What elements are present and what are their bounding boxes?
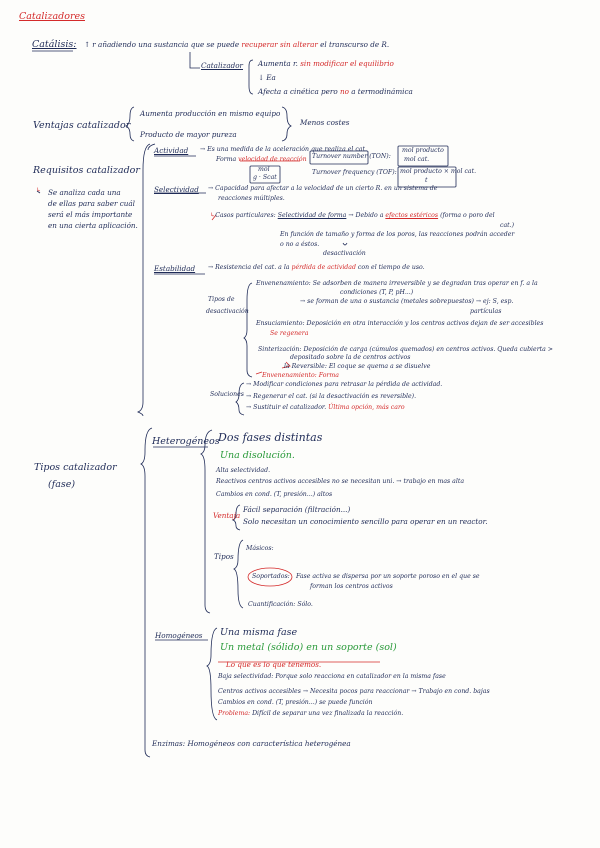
ventaja-2: Solo necesitan un conocimiento sencillo … xyxy=(243,517,488,526)
ventajas-item-2: Producto de mayor pureza xyxy=(140,130,237,139)
actividad-tof-den: t xyxy=(425,177,428,184)
homogeneos-label: Homogéneos xyxy=(155,631,203,640)
actividad-tof: Turnover frequency (TOF): xyxy=(312,169,397,176)
requisitos-note-3: será el más importante xyxy=(48,210,133,219)
tipos-het-soportados: Soportados: xyxy=(252,573,290,580)
envenenamiento-6: partículas xyxy=(470,308,502,315)
selectividad-extra-2: o no a éstos. xyxy=(280,241,320,248)
tipos-het-label: Tipos xyxy=(214,552,234,561)
envenenamiento-2: condiciones (T, P, pH...) xyxy=(340,289,414,296)
ventaja-label: Ventaja xyxy=(213,511,241,520)
selectividad-text-2: reacciones múltiples. xyxy=(218,195,285,202)
soluciones-2: → Regenerar el cat. (si la desactivación… xyxy=(246,393,417,400)
actividad-ton-den: mol cat. xyxy=(404,156,430,163)
ventajas-extra: Menos costes xyxy=(300,118,350,127)
tipos-desactivacion-1: Tipos de xyxy=(208,296,235,303)
actividad-conv-den: g · Scat xyxy=(253,174,277,181)
homogeneos-green: Un metal (sólido) en un soporte (sol) xyxy=(220,642,397,653)
actividad-text: → Es una medida de la aceleración que re… xyxy=(200,146,367,153)
tipos-desactivacion-2: desactivación xyxy=(206,308,249,315)
actividad-ton-num: mol producto xyxy=(402,147,444,154)
requisitos-label: Requisitos catalizador xyxy=(33,165,140,176)
tipos-label-2: (fase) xyxy=(48,479,76,490)
homogeneos-problema: Problema: Difícil de separar una vez fin… xyxy=(218,710,404,717)
sinterizacion-4: Envenenamiento: Forma xyxy=(262,372,339,379)
soluciones-3: → Sustituir el catalizador. Última opció… xyxy=(246,404,405,411)
tipos-het-soportados-desc-1: Fase activa se dispersa por un soporte p… xyxy=(296,573,480,580)
actividad-conv-num: mol xyxy=(258,166,270,173)
homogeneos-line-2: Centros activos accesibles → Necesita po… xyxy=(218,688,490,695)
requisitos-note-arrow: ↳ xyxy=(36,187,42,194)
heterogeneos-fases: Dos fases distintas xyxy=(218,431,323,444)
requisitos-note-2: de ellas para saber cuál xyxy=(48,199,135,208)
ensuciamiento-2: Se regenera xyxy=(270,330,309,337)
heterogeneos-green: Una disolución. xyxy=(220,450,295,461)
homogeneos-line-1: Baja selectividad: Porque solo reacciona… xyxy=(218,673,446,680)
selectividad-text: → Capacidad para afectar a la velocidad … xyxy=(208,185,438,192)
catalisis-definition-highlight: recuperar sin alterar xyxy=(241,40,318,49)
catalizador-item-1: Aumenta r. sin modificar el equilibrio xyxy=(258,59,394,68)
sinterizacion-1: Sinterización: Deposición de carga (cúmu… xyxy=(258,346,553,353)
tipos-het-masicos: Másicos: xyxy=(246,545,274,552)
heterogeneos-line-1: Alta selectividad. xyxy=(216,467,271,474)
actividad-ton: Turnover number (TON): xyxy=(312,153,391,160)
homogeneos-line-3: Cambios en cond. (T, presión...) se pued… xyxy=(218,699,373,706)
selectividad-extra-1: En función de tamaño y forma de los poro… xyxy=(280,231,515,238)
requisitos-note-4: en una cierta aplicación. xyxy=(48,221,138,230)
ensuciamiento-1: Ensuciamiento: Deposición en otra intera… xyxy=(256,320,544,327)
enzimas-line: Enzimas: Homogéneos con característica h… xyxy=(152,739,351,748)
catalisis-definition: ↑ r añadiendo una sustancia que se puede… xyxy=(84,40,390,49)
actividad-tof-num: mol producto × mol cat. xyxy=(400,168,477,175)
actividad-forma: Forma velocidad de reacción xyxy=(216,156,307,163)
estabilidad-desactivacion: desactivación xyxy=(323,250,366,257)
estabilidad-label: Estabilidad xyxy=(154,264,196,273)
homogeneos-red: Lo que es lo que tenemos. xyxy=(226,660,322,669)
catalizador-item-3: Afecta a cinética pero no a termodinámic… xyxy=(258,87,413,96)
catalisis-label: Catálisis: xyxy=(32,39,77,50)
heterogeneos-line-3: Cambios en cond. (T, presión...) altos xyxy=(216,491,333,498)
envenenamiento-1: Envenenamiento: Se adsorben de manera ir… xyxy=(256,280,538,287)
homogeneos-fase: Una misma fase xyxy=(220,627,298,638)
ventajas-label: Ventajas catalizador xyxy=(33,120,131,131)
selectividad-label: Selectividad xyxy=(154,185,199,194)
envenenamiento-3: → se forman de una o sustancia (metales … xyxy=(300,298,514,305)
actividad-label: Actividad xyxy=(154,146,189,155)
page-title: Catalizadores xyxy=(19,11,85,22)
heterogeneos-label: Heterogéneos xyxy=(152,436,220,447)
sinterizacion-3: la Reversible: El coque se quema a se di… xyxy=(284,363,431,370)
heterogeneos-line-2: Reactivos centros activos accesibles no … xyxy=(216,478,465,485)
catalizador-label: Catalizador xyxy=(201,61,243,70)
ventajas-item-1: Aumenta producción en mismo equipo xyxy=(140,109,281,118)
selectividad-casos: ↳Casos particulares: Selectividad de for… xyxy=(210,212,495,219)
catalizador-item-2: ↓ Ea xyxy=(258,73,276,82)
requisitos-note-1: Se analiza cada una xyxy=(48,188,121,197)
soluciones-label: Soluciones xyxy=(210,391,244,398)
ventaja-1: Fácil separación (filtración...) xyxy=(243,505,351,514)
soluciones-1: → Modificar condiciones para retrasar la… xyxy=(246,381,443,388)
tipos-het-cuantificacion: Cuantificación: Sólo. xyxy=(248,601,313,608)
tipos-het-soportados-desc-2: forman los centros activos xyxy=(310,583,393,590)
tipos-label-1: Tipos catalizador xyxy=(34,462,117,473)
estabilidad-text: → Resistencia del cat. a la pérdida de a… xyxy=(208,264,425,271)
sinterizacion-2: depositado sobre la de centros activos xyxy=(290,354,411,361)
selectividad-casos-4: cat.) xyxy=(500,222,515,229)
